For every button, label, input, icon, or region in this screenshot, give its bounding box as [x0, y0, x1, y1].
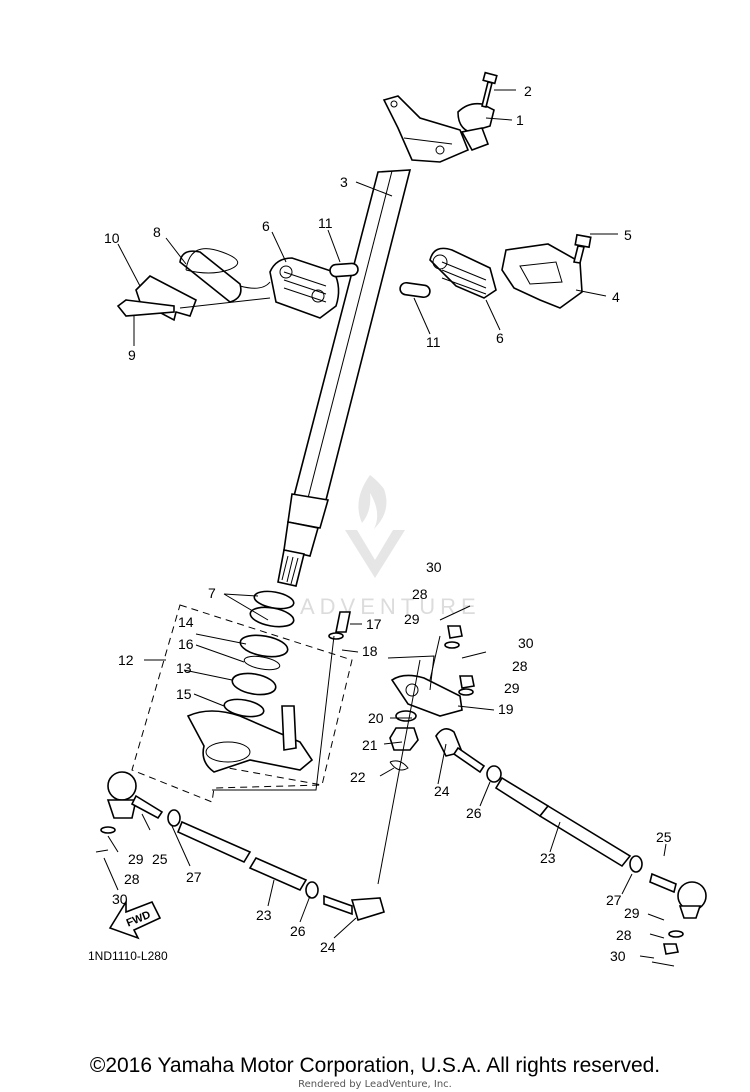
callout-4: 4: [612, 289, 620, 305]
callout-28-left: 28: [124, 871, 140, 887]
right-bracket-group: [399, 233, 592, 309]
callout-16: 16: [178, 636, 194, 652]
callout-13: 13: [176, 660, 192, 676]
callout-15: 15: [176, 686, 192, 702]
callout-25-left: 25: [152, 851, 168, 867]
callout-30-mid: 30: [518, 635, 534, 651]
callout-labels: 2 1 3 10 8 6 11 5 4 9 11 6 30 7 28 29 17…: [104, 83, 672, 964]
pitman-arm-group: [328, 605, 487, 771]
callout-5: 5: [624, 227, 632, 243]
callout-11-right: 11: [426, 334, 441, 350]
callout-29-right: 29: [624, 905, 640, 921]
rendered-by-credit: Rendered by LeadVenture, Inc.: [298, 1079, 452, 1090]
callout-12: 12: [118, 652, 134, 668]
callout-29-left: 29: [128, 851, 144, 867]
callout-2: 2: [524, 83, 532, 99]
callout-17: 17: [366, 616, 382, 632]
callout-24-left: 24: [320, 939, 336, 955]
watermark-logo: ADVENTURE: [300, 475, 481, 619]
lower-bracket-group: [131, 590, 353, 803]
callout-28-right: 28: [616, 927, 632, 943]
callout-21: 21: [362, 737, 378, 753]
left-tie-rod: [95, 771, 385, 922]
steering-shaft: [277, 169, 412, 587]
callout-11: 11: [318, 215, 333, 231]
callout-30-top: 30: [426, 559, 442, 575]
watermark-text: ADVENTURE: [300, 594, 481, 619]
callout-22: 22: [350, 769, 366, 785]
callout-28-top: 28: [412, 586, 428, 602]
callout-26-left: 26: [290, 923, 306, 939]
callout-27-left: 27: [186, 869, 202, 885]
callout-18: 18: [362, 643, 378, 659]
copyright-notice: ©2016 Yamaha Motor Corporation, U.S.A. A…: [89, 1054, 661, 1077]
callout-7: 7: [208, 585, 216, 601]
callout-20: 20: [368, 710, 384, 726]
callout-27-right: 27: [606, 892, 622, 908]
leader-lines: [103, 89, 667, 959]
callout-28-mid: 28: [512, 658, 528, 674]
callout-8: 8: [153, 224, 161, 240]
callout-14: 14: [178, 614, 194, 630]
callout-3: 3: [340, 174, 348, 190]
callout-25-right: 25: [656, 829, 672, 845]
diagram-code: 1ND1110-L280: [88, 949, 168, 963]
shaft-clamp-upper: [457, 71, 498, 151]
callout-26-right: 26: [466, 805, 482, 821]
callout-29-mid: 29: [504, 680, 520, 696]
callout-9: 9: [128, 347, 136, 363]
callout-10: 10: [104, 230, 120, 246]
callout-1: 1: [516, 112, 524, 128]
callout-30-left: 30: [112, 891, 128, 907]
fwd-arrow: FWD: [108, 899, 162, 940]
left-bracket-group: [116, 248, 359, 322]
callout-29-top: 29: [404, 611, 420, 627]
callout-24-right: 24: [434, 783, 450, 799]
callout-6: 6: [262, 218, 270, 234]
callout-6-right: 6: [496, 330, 504, 346]
right-tie-rod: [435, 728, 707, 967]
callout-19: 19: [498, 701, 514, 717]
upper-bracket: [382, 95, 470, 163]
callout-23-right: 23: [540, 850, 556, 866]
callout-23-left: 23: [256, 907, 272, 923]
callout-30-right: 30: [610, 948, 626, 964]
